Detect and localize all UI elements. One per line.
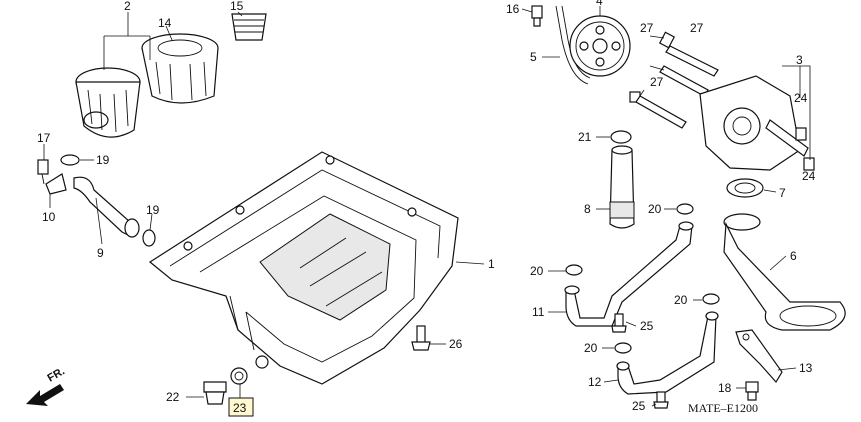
stay-13-part [735, 329, 783, 384]
callout-17: 17 [37, 131, 51, 145]
o-ring-21-part [610, 130, 632, 144]
direction-label: FR. [46, 365, 67, 384]
callout-9: 9 [97, 246, 104, 260]
bolt-25a-part [611, 313, 627, 333]
oil-pipe-11-part [564, 221, 694, 327]
threaded-fitting-part [231, 13, 267, 41]
o-ring-20c-part [702, 293, 720, 305]
callout-24a: 24 [794, 91, 808, 105]
bolt-16-part [531, 5, 543, 27]
callout-19b: 19 [146, 203, 160, 217]
bolt-27c-part [629, 91, 687, 129]
callout-27a: 27 [640, 21, 654, 35]
callout-20d: 20 [584, 341, 598, 355]
callout-25a: 25 [640, 319, 654, 333]
sealing-washer-23-part [230, 367, 248, 385]
oil-pump-part [699, 75, 815, 171]
sprocket-4-part [569, 15, 631, 77]
bolt-26-part [411, 325, 431, 351]
drain-plug-22-part [203, 381, 227, 405]
callout-1: 1 [488, 257, 495, 271]
callout-20b: 20 [530, 264, 544, 278]
o-ring-20d-part [614, 342, 632, 354]
callout-24b: 24 [802, 169, 816, 183]
o-ring-20a-part [676, 203, 694, 215]
bolt-17-part [37, 159, 49, 185]
bolt-27b-part [659, 65, 709, 97]
callout-4: 4 [596, 0, 603, 8]
callout-11: 11 [532, 305, 545, 319]
callout-12: 12 [588, 375, 602, 389]
callout-10: 10 [42, 210, 56, 224]
callout-7: 7 [779, 186, 786, 200]
leader-lines [43, 6, 811, 407]
callout-25b: 25 [632, 399, 646, 413]
callout-16: 16 [506, 2, 520, 16]
callout-21: 21 [578, 130, 592, 144]
o-ring-20b-part [565, 264, 583, 276]
bolt-18-part [745, 381, 759, 401]
oil-pipe-12-part [616, 311, 719, 395]
bolt-27a-part [658, 31, 719, 77]
bolt-25b-part [653, 391, 669, 409]
o-ring-19-part [60, 154, 80, 166]
callout-8: 8 [584, 202, 591, 216]
front-direction-arrow: FR. [26, 365, 67, 406]
callout-6: 6 [790, 249, 797, 263]
callout-19a: 19 [96, 153, 110, 167]
oil-filter-cap-part [75, 67, 141, 138]
callout-3: 3 [796, 53, 803, 67]
drawing-code: MATE–E1200 [688, 401, 758, 415]
oil-filter-part [141, 33, 219, 104]
oil-pan-part [148, 151, 459, 385]
joint-pipe-8-part [609, 145, 635, 229]
callout-2: 2 [124, 0, 131, 13]
callout-22: 22 [166, 390, 180, 404]
callout-18: 18 [718, 381, 732, 395]
seal-7-part [726, 178, 764, 198]
callout-27-top: 27 [690, 21, 704, 35]
oil-strainer-6-part [723, 213, 846, 331]
callout-20c: 20 [674, 293, 688, 307]
callout-23-box [228, 397, 254, 417]
callout-26: 26 [449, 337, 463, 351]
oil-pipe-9-part [73, 176, 140, 238]
o-ring-19b-part [142, 229, 156, 247]
callout-5: 5 [530, 50, 537, 64]
callout-13: 13 [799, 361, 813, 375]
callout-14: 14 [158, 16, 172, 30]
callout-23: 23 [233, 401, 247, 415]
callout-15: 15 [230, 0, 244, 13]
callout-27b: 27 [650, 75, 664, 89]
callout-20a: 20 [648, 202, 662, 216]
callout-labels: 2 14 15 17 19 10 9 19 1 22 23 26 16 4 5 … [37, 0, 816, 417]
clamp-10-part [45, 173, 67, 195]
